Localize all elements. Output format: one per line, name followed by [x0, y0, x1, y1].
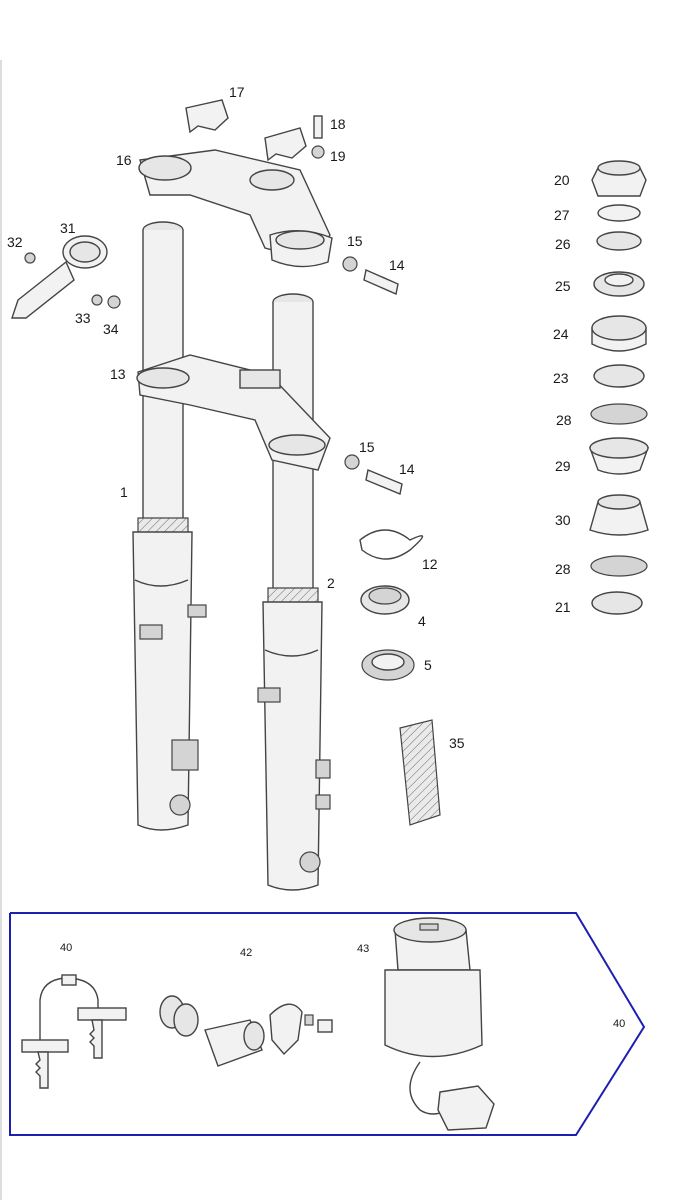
washer-27	[597, 204, 641, 222]
callout-24: 24	[553, 326, 569, 342]
callout-31: 31	[60, 220, 76, 236]
callout-15-lower: 15	[359, 439, 375, 455]
bolt-18	[313, 115, 323, 139]
callout-16: 16	[116, 152, 132, 168]
callout-28-lower: 28	[555, 561, 571, 577]
steering-head-bearings	[589, 160, 649, 615]
inset-arrow-label-40: 40	[613, 1018, 625, 1030]
callout-12: 12	[422, 556, 438, 572]
callout-19: 19	[330, 148, 346, 164]
nut-15-lower	[344, 454, 360, 470]
lock-cylinder-42	[159, 995, 333, 1067]
ignition-switch-43	[384, 917, 495, 1131]
inset-callout-43: 43	[357, 943, 369, 955]
callout-21: 21	[555, 599, 571, 615]
callout-25: 25	[555, 278, 571, 294]
lower-triple-clamp	[136, 354, 331, 471]
callout-2: 2	[327, 575, 335, 591]
cone-30	[589, 501, 649, 536]
callout-14-upper: 14	[389, 257, 405, 273]
callout-34: 34	[103, 321, 119, 337]
callout-29: 29	[555, 458, 571, 474]
callout-1: 1	[120, 484, 128, 500]
callout-30: 30	[555, 512, 571, 528]
callout-27: 27	[554, 207, 570, 223]
keys-40	[21, 974, 127, 1089]
upper-triple-clamp	[138, 149, 333, 268]
balls-28-lower	[590, 555, 648, 577]
callout-15-upper: 15	[347, 233, 363, 249]
fork-assembly	[11, 99, 403, 891]
callout-33: 33	[75, 310, 91, 326]
inset-callout-42: 42	[240, 947, 252, 959]
callout-labels: 17 18 16 19 31 32 15 14 33 34 13 15 14 1…	[7, 84, 572, 751]
race-23	[593, 364, 645, 388]
handlebar-clamp-upper	[185, 99, 229, 134]
balls-28-upper	[590, 403, 648, 425]
callout-32: 32	[7, 234, 23, 250]
callout-17: 17	[229, 84, 245, 100]
headlight-bracket	[11, 235, 121, 319]
lock-set-inset: 40 42 43 40	[9, 912, 646, 1136]
bolt-14-lower	[365, 469, 403, 495]
callout-13: 13	[110, 366, 126, 382]
pad-35	[399, 719, 441, 826]
callout-5: 5	[424, 657, 432, 673]
nut-15-upper	[342, 256, 358, 272]
clip-12	[359, 529, 424, 560]
callout-35: 35	[449, 735, 465, 751]
callout-23: 23	[553, 370, 569, 386]
callout-4: 4	[418, 613, 426, 629]
nut-19	[311, 145, 325, 159]
callout-26: 26	[555, 236, 571, 252]
handlebar-clamp-right	[264, 127, 307, 162]
inset-border	[9, 912, 646, 1136]
callout-28-upper: 28	[556, 412, 572, 428]
ring-26	[596, 231, 642, 251]
fork-seal-parts	[359, 529, 441, 826]
race-21	[591, 591, 643, 615]
callout-14-lower: 14	[399, 461, 415, 477]
callout-20: 20	[554, 172, 570, 188]
bolt-14-upper	[363, 269, 399, 295]
inset-callout-40: 40	[60, 942, 72, 954]
callout-18: 18	[330, 116, 346, 132]
fork-leg-left	[132, 221, 207, 831]
